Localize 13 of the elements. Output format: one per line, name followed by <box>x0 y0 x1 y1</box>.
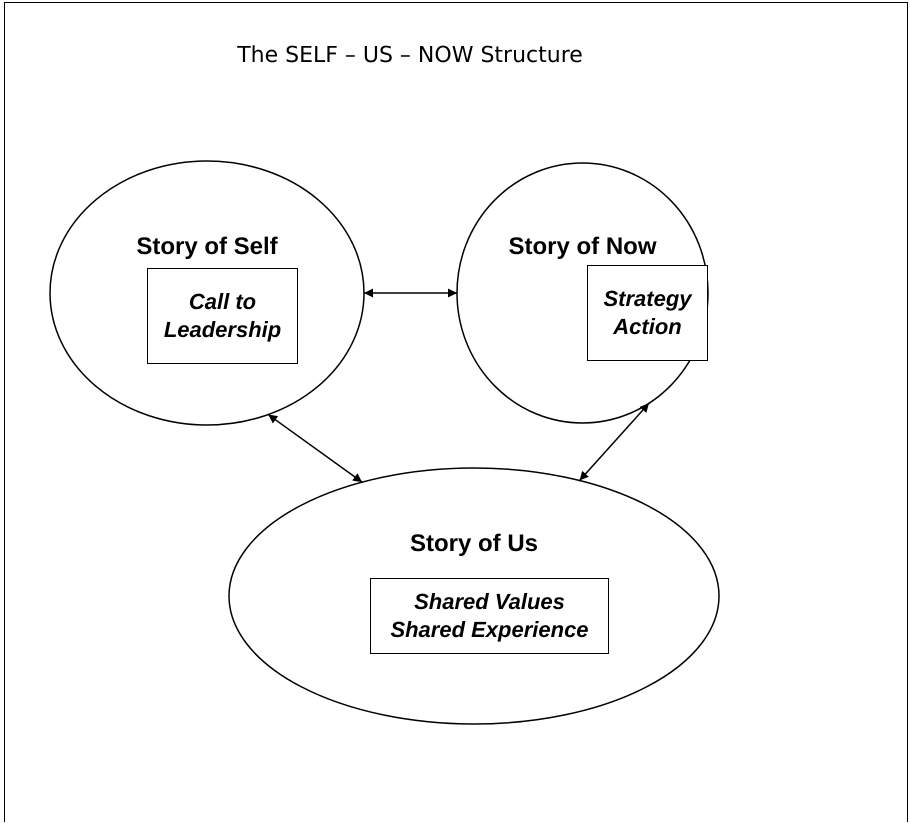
story-oval <box>50 161 364 425</box>
theme-box: Call to Leadership <box>147 268 298 364</box>
double-arrow <box>268 414 363 483</box>
theme-box: Strategy Action <box>587 265 708 361</box>
oval-heading: Story of Now <box>508 233 658 261</box>
oval-heading: Story of Self <box>135 233 279 261</box>
story-oval <box>229 468 719 724</box>
double-arrow <box>579 402 650 481</box>
story-oval <box>457 163 708 423</box>
oval-heading: Story of Us <box>408 530 539 558</box>
diagram-title: The SELF – US – NOW Structure <box>236 43 584 68</box>
theme-box: Shared Values Shared Experience <box>370 578 609 654</box>
double-arrow <box>364 288 457 298</box>
